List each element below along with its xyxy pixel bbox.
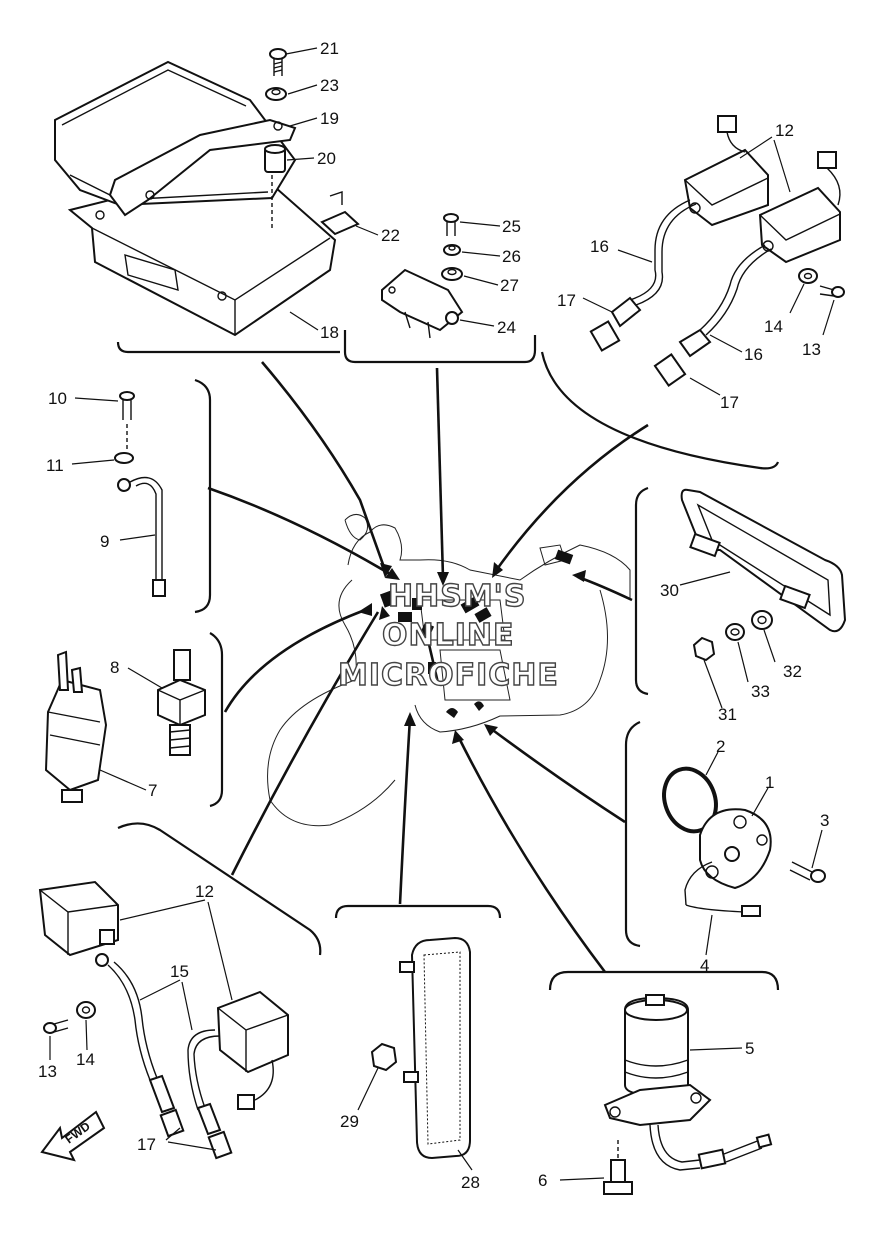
callout-18: 18 (320, 323, 339, 342)
callout-23: 23 (320, 76, 339, 95)
callout-17-top: 17 (557, 291, 576, 310)
callout-22: 22 (381, 226, 400, 245)
washer-part-23 (265, 87, 287, 101)
bracket-left-lower (209, 632, 224, 808)
nut-part-31 (692, 636, 716, 662)
nut-part-26 (443, 244, 461, 256)
switch-part-7 (44, 650, 108, 803)
plug-leads-part-15 (107, 961, 221, 1111)
callout-10: 10 (48, 389, 67, 408)
bracket-top-left (116, 341, 340, 354)
callout-17-bottom: 17 (137, 1135, 156, 1154)
clip-part-22 (320, 191, 360, 236)
lead-part-4 (685, 904, 761, 917)
callout-14-top: 14 (764, 317, 783, 336)
callout-3: 3 (820, 811, 829, 830)
bracket-part-19 (108, 118, 297, 217)
ignition-coil-left-part-12 (38, 880, 119, 967)
callout-31: 31 (718, 705, 737, 724)
bolt-part-10 (119, 391, 135, 450)
plug-lead-upper-part-16 (629, 199, 697, 306)
callout-19: 19 (320, 109, 339, 128)
bracket-top-mid (343, 330, 537, 364)
sensor-part-1 (684, 808, 772, 906)
bracket-right-upper (634, 486, 649, 696)
callout-11: 11 (46, 456, 64, 475)
bracket-bottom-right (548, 970, 780, 991)
callout-20: 20 (317, 149, 336, 168)
bolt-part-25 (443, 213, 459, 236)
callout-17-mid: 17 (720, 393, 739, 412)
washer-part-11 (114, 452, 134, 464)
callout-24: 24 (497, 318, 516, 337)
sensor-part-8 (157, 649, 206, 756)
callout-16-top: 16 (590, 237, 609, 256)
callout-2: 2 (716, 737, 725, 756)
bracket-bottom-left (117, 822, 322, 956)
bracket-top-right (540, 351, 780, 470)
bracket-right-lower (624, 720, 641, 948)
callout-8: 8 (110, 658, 119, 677)
watermark: HHSM'S ONLINE MICROFICHE (337, 578, 559, 693)
washer-part-32 (751, 610, 773, 630)
callout-4: 4 (700, 956, 709, 975)
collar-part-20 (264, 144, 286, 230)
callout-5: 5 (745, 1039, 754, 1058)
panel-part-30 (680, 488, 847, 633)
leader-lines (49, 47, 835, 1181)
regulator-part-24 (381, 268, 464, 339)
plug-cap-upper-part-17 (589, 296, 642, 352)
callout-7: 7 (148, 781, 157, 800)
callout-33: 33 (751, 682, 770, 701)
callout-12-top: 12 (775, 121, 794, 140)
nut-part-29 (370, 1042, 398, 1072)
washer-part-27 (441, 267, 463, 281)
callout-28: 28 (461, 1173, 480, 1192)
plug-cap-lower-part-17 (653, 328, 712, 387)
callout-32: 32 (783, 662, 802, 681)
plug-caps-part-17 (148, 1074, 233, 1160)
watermark-line-2: ONLINE (382, 618, 515, 653)
reflector-part-28 (399, 936, 471, 1160)
washer-part-33 (725, 623, 745, 641)
callout-29: 29 (340, 1112, 359, 1131)
ignition-coil-upper-part-12 (683, 115, 769, 227)
callout-1: 1 (765, 773, 774, 792)
screw-part-13-lower (43, 1019, 69, 1034)
fwd-arrow: FWD (40, 1110, 106, 1162)
ignition-coil-lower-part-12 (758, 151, 841, 264)
callout-25: 25 (502, 217, 521, 236)
screw-part-13-upper (819, 285, 845, 298)
motorcycle-outline (267, 514, 631, 827)
callout-12-bottom: 12 (195, 882, 214, 901)
callout-27: 27 (500, 276, 519, 295)
ignition-coil-right-part-12 (216, 990, 289, 1110)
central-part-markers (379, 549, 574, 718)
bolt-part-21 (269, 48, 287, 76)
watermark-line-3: MICROFICHE (338, 658, 559, 693)
washer-part-14-upper (798, 268, 818, 284)
callout-14-bottom: 14 (76, 1050, 95, 1069)
callout-labels: 21 23 19 20 22 18 25 26 27 24 12 16 17 1… (38, 39, 829, 1192)
plug-lead-lower-part-16 (699, 244, 772, 336)
connector-arrowheads (358, 562, 586, 744)
screw-part-3 (789, 861, 826, 883)
ground-lead-part-9 (117, 476, 166, 597)
bracket-bottom-mid (334, 904, 502, 919)
callout-15: 15 (170, 962, 189, 981)
washer-part-14-lower (76, 1001, 96, 1019)
callout-6: 6 (538, 1171, 547, 1190)
callout-26: 26 (502, 247, 521, 266)
callout-21: 21 (320, 39, 339, 58)
sensor-unit-part-5 (603, 994, 773, 1171)
callout-13-bottom: 13 (38, 1062, 57, 1081)
bolt-part-6 (603, 1140, 633, 1195)
bracket-left-upper (194, 378, 212, 614)
callout-16-mid: 16 (744, 345, 763, 364)
callout-30: 30 (660, 581, 679, 600)
callout-13-top: 13 (802, 340, 821, 359)
callout-9: 9 (100, 532, 109, 551)
watermark-line-1: HHSM'S (388, 579, 526, 614)
